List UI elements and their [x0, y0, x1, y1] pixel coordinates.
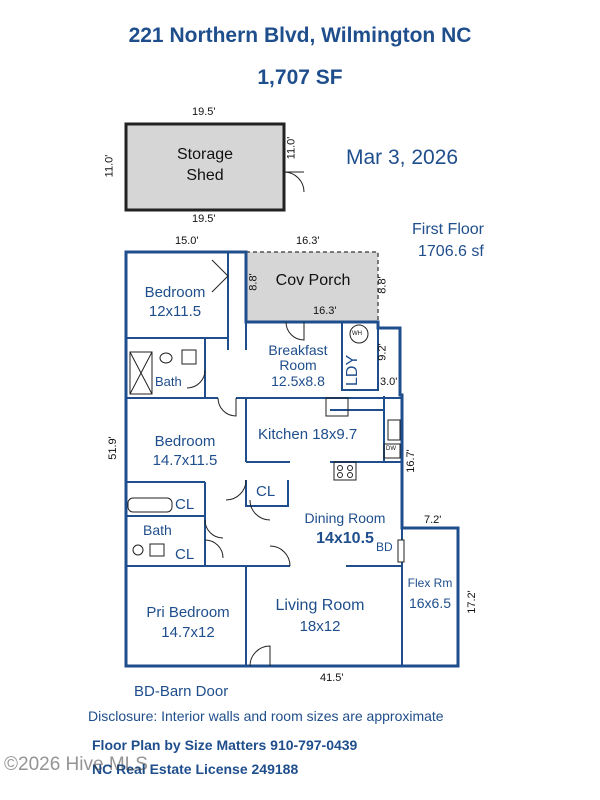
- living-room-name: Living Room: [275, 597, 365, 614]
- ldy-label: LDY: [344, 354, 361, 386]
- pri-bedroom-size: 14.7x12: [161, 624, 215, 641]
- exterior-walls: [124, 250, 460, 668]
- breakfast-name-line2: Room: [279, 357, 317, 373]
- covered-porch-shape: [245, 251, 379, 323]
- shed-door-swing: [283, 171, 305, 193]
- shed-label-line1: Storage: [176, 146, 234, 163]
- dim-top-left: 15.0': [175, 235, 199, 247]
- dining-size: 14x10.5: [316, 530, 374, 547]
- shed-label-line2: Shed: [186, 167, 224, 184]
- shed-dim-left: 11.0': [103, 154, 116, 178]
- dim-porch-inner: 16.3': [313, 305, 337, 317]
- dim-ldy-bottom: 3.0': [380, 376, 398, 388]
- breakfast-size: 12.5x8.8: [271, 373, 325, 389]
- credit-line2: NC Real Estate License 249188: [92, 761, 299, 777]
- interior-walls: [126, 252, 403, 666]
- dim-kitchen-right: 16.7': [404, 449, 417, 473]
- dim-flex-right: 17.2': [465, 590, 478, 614]
- disclosure-text: Disclosure: Interior walls and room size…: [88, 708, 444, 724]
- dishwasher-label: DW: [386, 446, 396, 452]
- closet-center-label: CL: [256, 483, 276, 500]
- living-room-size: 18x12: [299, 618, 341, 635]
- plan-date: Mar 3, 2026: [346, 146, 459, 169]
- shed-dim-bottom: 19.5': [192, 213, 216, 225]
- bath1-name: Bath: [155, 374, 182, 389]
- pri-bedroom-name: Pri Bedroom: [146, 604, 230, 621]
- barn-door-label: BD: [376, 540, 393, 554]
- water-heater-label: WH: [352, 331, 362, 337]
- flex-room-size: 16x6.5: [408, 595, 452, 611]
- door-swings: [186, 259, 305, 667]
- dining-name: Dining Room: [304, 510, 386, 526]
- bedroom1-name: Bedroom: [144, 284, 206, 301]
- legend-barn-door: BD-Barn Door: [134, 683, 229, 700]
- dim-top-right: 16.3': [296, 235, 320, 247]
- dim-bottom: 41.5': [320, 672, 344, 684]
- flex-room-name: Flex Rm: [407, 576, 453, 590]
- kitchen-label: Kitchen 18x9.7: [258, 426, 358, 443]
- porch-name: Cov Porch: [275, 272, 351, 289]
- bath2-name: Bath: [143, 522, 172, 538]
- closet-upper-label: CL: [175, 496, 195, 513]
- floor-area: 1706.6 sf: [418, 243, 484, 260]
- shed-dim-right: 11.0': [285, 136, 298, 160]
- bedroom1-size: 12x11.5: [148, 303, 202, 320]
- property-address: 221 Northern Blvd, Wilmington NC: [128, 24, 472, 47]
- storage-shed-shape: [124, 122, 286, 212]
- floor-name: First Floor: [412, 221, 484, 238]
- dim-left-side: 51.9': [106, 436, 119, 460]
- dim-flex-top: 7.2': [424, 514, 442, 526]
- bedroom2-size: 14.7x11.5: [152, 452, 218, 469]
- closet-lower-label: CL: [175, 546, 195, 563]
- mls-watermark: ©2026 Hive MLS: [4, 754, 148, 775]
- fixtures: [127, 324, 405, 563]
- total-square-feet: 1,707 SF: [257, 66, 343, 89]
- credit-line1: Floor Plan by Size Matters 910-797-0439: [92, 737, 358, 753]
- breakfast-name-line1: Breakfast: [268, 342, 328, 358]
- bedroom2-name: Bedroom: [154, 433, 216, 450]
- dim-ldy-right: 9.2': [376, 343, 389, 361]
- shed-dim-top: 19.5': [192, 106, 216, 118]
